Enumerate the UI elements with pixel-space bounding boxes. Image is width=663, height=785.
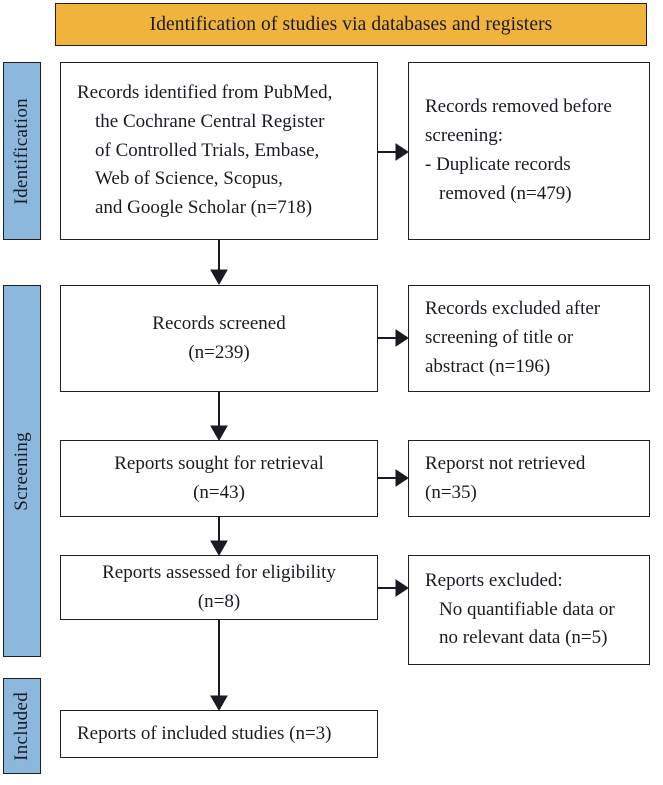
node-line: Web of Science, Scopus, — [95, 168, 283, 190]
node-reports-sought: Reports sought for retrieval (n=43) — [60, 440, 378, 517]
node-reports-not-retrieved: Reporst not retrieved (n=35) — [408, 440, 650, 517]
arrow-eligibility-to-included — [210, 620, 228, 712]
arrow-sought-to-eligibility — [210, 517, 228, 557]
node-line: Records excluded after — [425, 298, 601, 320]
node-line: and Google Scholar (n=718) — [95, 197, 313, 219]
node-line: Reports of included studies (n=3) — [77, 722, 332, 744]
node-line: (n=35) — [425, 481, 477, 503]
arrow-identified-to-screened — [210, 240, 228, 286]
node-line: screening: — [425, 125, 504, 147]
node-reports-assessed-eligibility: Reports assessed for eligibility (n=8) — [60, 555, 378, 620]
node-line: No quantifiable data or — [439, 598, 615, 620]
arrow-screened-to-sought — [210, 392, 228, 442]
node-line: Reports sought for retrieval — [114, 452, 324, 474]
node-line: no relevant data (n=5) — [439, 627, 608, 649]
node-line: screening of title or — [425, 327, 574, 349]
node-line: Records identified from PubMed, — [77, 81, 333, 103]
node-line: (n=239) — [188, 341, 250, 363]
arrow-screened-to-excluded — [378, 329, 409, 347]
node-line: Records removed before — [425, 96, 612, 118]
node-line: abstract (n=196) — [425, 355, 551, 377]
arrow-sought-to-not-retrieved — [378, 469, 409, 487]
arrow-eligibility-to-excluded — [378, 579, 409, 597]
node-reports-excluded: Reports excluded: No quantifiable data o… — [408, 555, 650, 665]
node-reports-included: Reports of included studies (n=3) — [60, 710, 378, 758]
header-title: Identification of studies via databases … — [149, 13, 553, 35]
arrow-identified-to-removed — [378, 143, 409, 161]
node-records-screened: Records screened (n=239) — [60, 285, 378, 392]
node-line: Reports excluded: — [425, 569, 563, 591]
node-records-identified: Records identified from PubMed, the Coch… — [60, 62, 378, 240]
header-banner: Identification of studies via databases … — [55, 3, 647, 46]
node-line: the Cochrane Central Register — [95, 110, 325, 132]
stage-label-identification: Identification — [3, 62, 41, 240]
node-line: (n=8) — [197, 590, 241, 612]
stage-label-included: Included — [3, 678, 41, 774]
stage-label-screening: Screening — [3, 285, 41, 657]
node-records-removed: Records removed before screening: - Dupl… — [408, 62, 650, 240]
node-line: removed (n=479) — [439, 182, 572, 204]
node-line: - Duplicate records — [425, 154, 571, 175]
node-records-excluded-screening: Records excluded after screening of titl… — [408, 285, 650, 392]
node-line: (n=43) — [193, 481, 245, 503]
node-line: Reports assessed for eligibility — [102, 561, 336, 583]
node-line: Reporst not retrieved — [425, 452, 586, 474]
node-line: of Controlled Trials, Embase, — [95, 139, 320, 161]
node-line: Records screened — [152, 312, 286, 334]
